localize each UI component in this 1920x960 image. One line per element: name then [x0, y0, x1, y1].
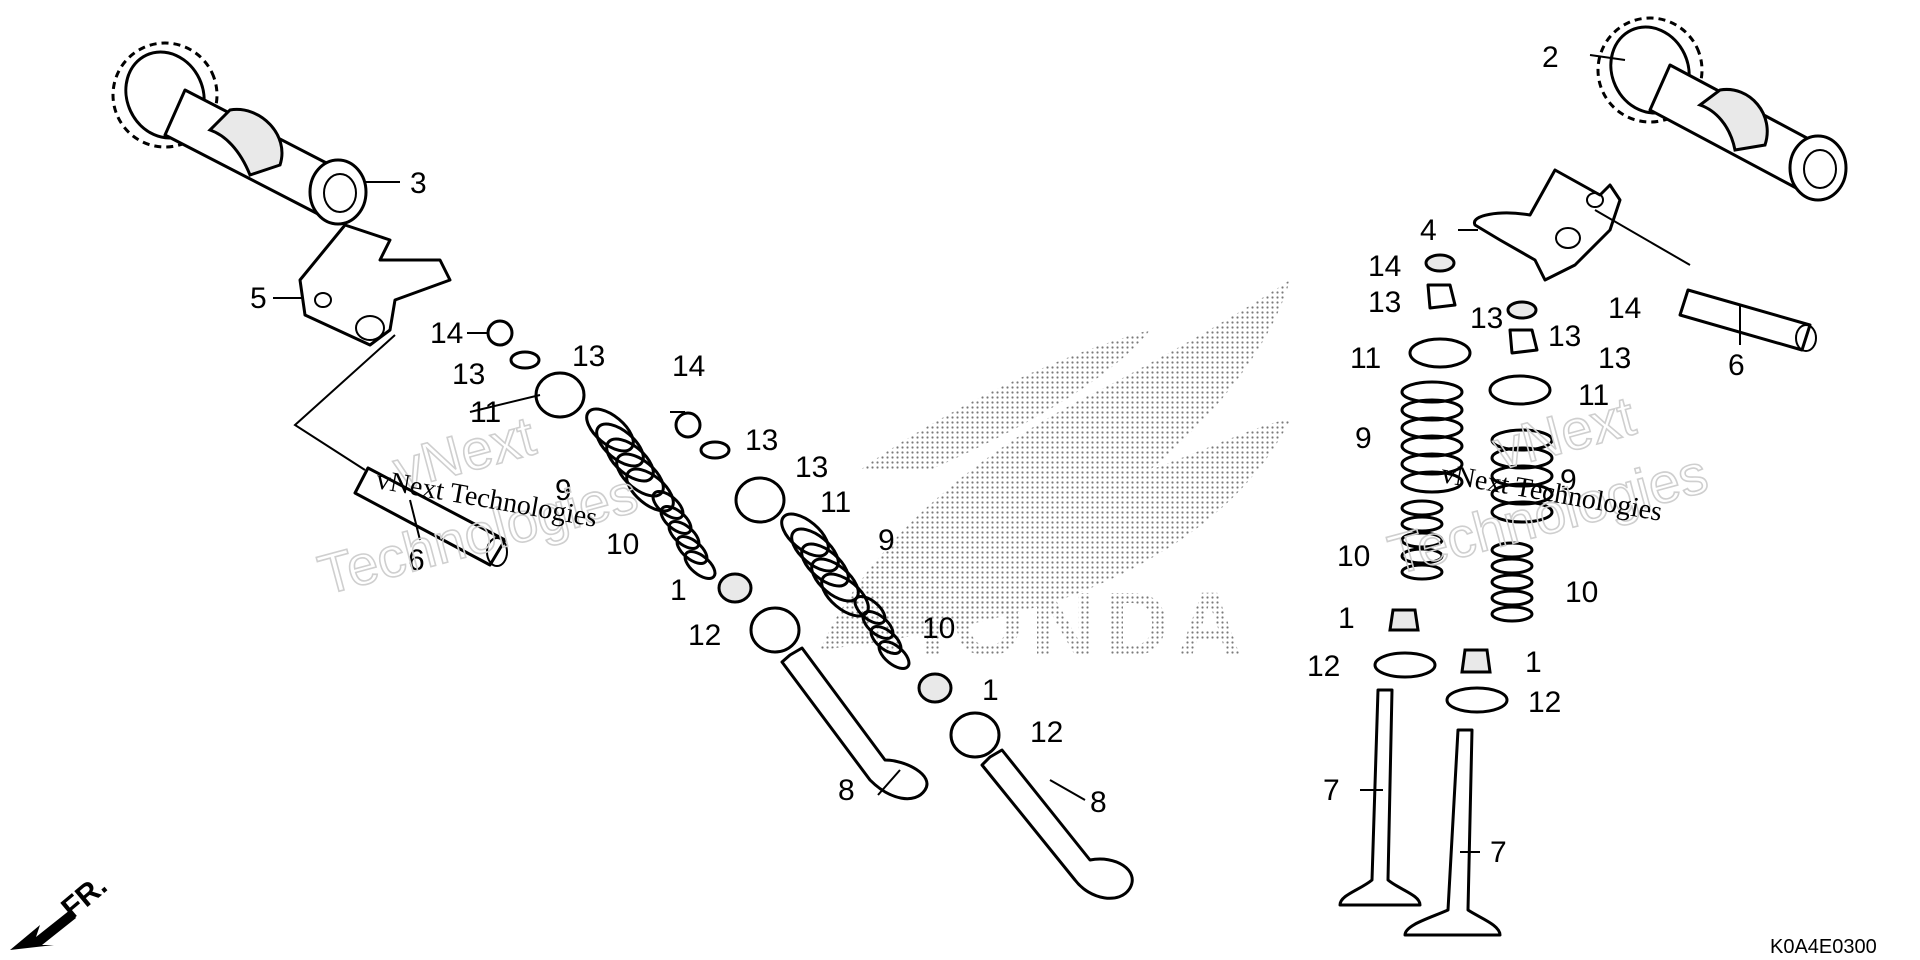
callout-8: 8	[1090, 786, 1107, 819]
spring-seat-right-2	[1445, 686, 1509, 714]
callout-4: 4	[1420, 214, 1437, 247]
callout-10: 10	[1565, 576, 1598, 609]
callout-10: 10	[1337, 540, 1370, 573]
callout-14: 14	[672, 350, 705, 383]
callout-13: 13	[1368, 286, 1401, 319]
callout-1: 1	[1338, 602, 1355, 635]
valve-spring-outer-right-2	[1490, 428, 1554, 524]
front-arrow-icon	[10, 910, 76, 950]
leader-lines	[273, 54, 1741, 853]
callout-7: 7	[1323, 774, 1340, 807]
callout-13: 13	[745, 424, 778, 457]
tappet-shim-right-1	[1424, 253, 1456, 273]
callout-9: 9	[878, 524, 895, 557]
tappet-shim-left-2	[674, 411, 702, 439]
stem-seal-right-2	[1460, 648, 1492, 674]
valve-cotter-right-1	[1426, 283, 1457, 310]
valve-spring-inner-left-1	[651, 490, 717, 580]
exhaust-valve-left	[980, 748, 1134, 900]
camshaft-left	[94, 24, 368, 226]
drawing-code: K0A4E0300	[1770, 936, 1877, 958]
tappet-shim-left-1	[486, 319, 514, 347]
valve-spring-inner-right-2	[1490, 541, 1534, 623]
tappet-shim-right-2	[1506, 300, 1538, 320]
callout-14: 14	[1368, 250, 1401, 283]
callout-7: 7	[1490, 836, 1507, 869]
callout-12: 12	[1528, 686, 1561, 719]
callout-14: 14	[430, 317, 463, 350]
front-direction-indicator: FR.	[10, 869, 114, 950]
rocker-shaft-right	[1594, 209, 1817, 352]
callout-11: 11	[820, 486, 851, 519]
valve-cotter-left-1	[509, 350, 541, 370]
valve-spring-inner-left-2	[853, 595, 911, 670]
valve-right-2	[1403, 728, 1502, 937]
stem-seal-left-2	[917, 672, 953, 704]
callout-5: 5	[250, 282, 267, 315]
callout-13: 13	[1598, 342, 1631, 375]
spring-retainer-right-2	[1488, 374, 1552, 406]
callout-12: 12	[1030, 716, 1063, 749]
spring-seat-left-1	[749, 606, 801, 654]
callout-11: 11	[1350, 342, 1381, 375]
callout-6: 6	[1728, 349, 1745, 382]
callout-6: 6	[408, 544, 425, 577]
valve-right-1	[1338, 688, 1422, 907]
watermark-right: vNext Technologies vNext Technologies	[1381, 383, 1715, 588]
valve-spring-inner-right-1	[1400, 499, 1444, 581]
callout-11: 11	[1578, 379, 1609, 412]
spring-seat-right-1	[1373, 651, 1437, 679]
rocker-arm-right	[1473, 168, 1622, 282]
rocker-arm-left	[298, 223, 452, 347]
callout-13: 13	[452, 358, 485, 391]
honda-wing-logo: HONDA	[820, 280, 1290, 675]
callout-12: 12	[688, 619, 721, 652]
stem-seal-left-1	[717, 572, 753, 604]
callout-14: 14	[1608, 292, 1641, 325]
callout-3: 3	[410, 167, 427, 200]
callout-9: 9	[555, 474, 572, 507]
valve-cotter-right-2	[1508, 328, 1539, 355]
callout-1: 1	[670, 574, 687, 607]
callout-1: 1	[1525, 646, 1542, 679]
spring-seat-left-2	[949, 711, 1001, 759]
callout-9: 9	[1355, 422, 1372, 455]
stem-seal-right-1	[1388, 608, 1420, 632]
spring-retainer-left-1	[534, 371, 586, 419]
callout-10: 10	[922, 612, 955, 645]
rocker-shaft-left	[293, 334, 508, 567]
callout-8: 8	[838, 774, 855, 807]
callout-13: 13	[795, 451, 828, 484]
spring-retainer-right-1	[1408, 337, 1472, 369]
callout-10: 10	[606, 528, 639, 561]
callout-13: 13	[1470, 302, 1503, 335]
callout-2: 2	[1542, 41, 1559, 74]
callout-labels: 1 1 1 1 2 3 4 5 6 6 7 7 8 8 9 9 9 9 10 1…	[250, 41, 1745, 869]
callout-13: 13	[572, 340, 605, 373]
callout-13: 13	[1548, 320, 1581, 353]
honda-logo-lettering: HONDA	[880, 575, 1250, 675]
intake-valve-left	[780, 646, 929, 801]
callout-1: 1	[982, 674, 999, 707]
camshaft-right	[1579, 0, 1848, 202]
spring-retainer-left-2	[734, 476, 786, 524]
callout-9: 9	[1560, 464, 1577, 497]
callout-12: 12	[1307, 650, 1340, 683]
valve-cotter-left-2	[699, 440, 731, 460]
valve-spring-outer-right-1	[1400, 380, 1464, 494]
callout-11: 11	[470, 396, 501, 429]
